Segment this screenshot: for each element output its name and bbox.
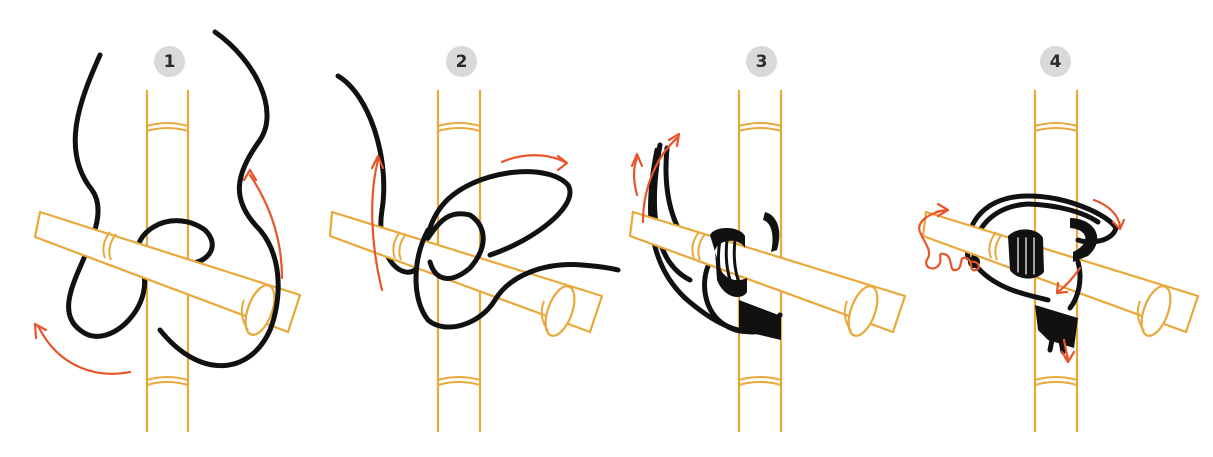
rope-front	[413, 227, 621, 330]
rope-tail-1	[1047, 332, 1056, 353]
step-1-illustration	[33, 29, 302, 432]
vertical-pole	[737, 90, 783, 432]
arrow-up-right	[242, 168, 284, 280]
horizontal-pole	[33, 210, 302, 336]
arrow-up-2	[641, 132, 681, 224]
step-4-illustration	[918, 90, 1200, 432]
arrow-right-down	[1092, 198, 1126, 231]
arrow-up-1	[630, 152, 644, 197]
rope-wraps-right	[1070, 218, 1098, 262]
arrow-curve-left	[33, 322, 132, 375]
arrow-up-left	[370, 154, 385, 292]
rope-wrap-lines	[716, 238, 743, 290]
step-3-badge: 3	[746, 46, 777, 77]
arrow-right	[500, 154, 569, 172]
step-3-panel: 3	[615, 0, 915, 457]
step-2-badge: 2	[446, 46, 477, 77]
rope-knot-bottom	[1035, 305, 1078, 348]
rope-top-loop	[964, 193, 1119, 261]
rope-lower-loop	[975, 259, 1083, 311]
arrow-down-left	[1055, 266, 1082, 295]
horizontal-pole	[921, 210, 1200, 337]
horizontal-pole	[628, 210, 907, 337]
step-1-badge: 1	[154, 46, 185, 77]
step-2-panel: 2	[320, 0, 621, 457]
rope-tail-2	[1057, 332, 1066, 355]
step-4-badge: 4	[1040, 46, 1071, 77]
step-3-illustration	[628, 90, 907, 432]
arrow-down	[1060, 338, 1076, 364]
rope-wraps-front	[710, 227, 747, 297]
rope-wraps-right	[763, 212, 780, 252]
rope-wraps-bottom	[739, 300, 781, 340]
horizontal-pole	[328, 210, 604, 337]
step-4-panel: 4	[908, 0, 1208, 457]
arrow-spiral	[918, 202, 980, 272]
rope-under-loop	[425, 211, 486, 281]
rope-back	[66, 52, 215, 339]
step-1-panel: 1	[20, 0, 320, 457]
rope-wrap-lines	[1017, 237, 1035, 275]
step-2-illustration	[328, 73, 621, 432]
rope-front	[157, 29, 281, 369]
